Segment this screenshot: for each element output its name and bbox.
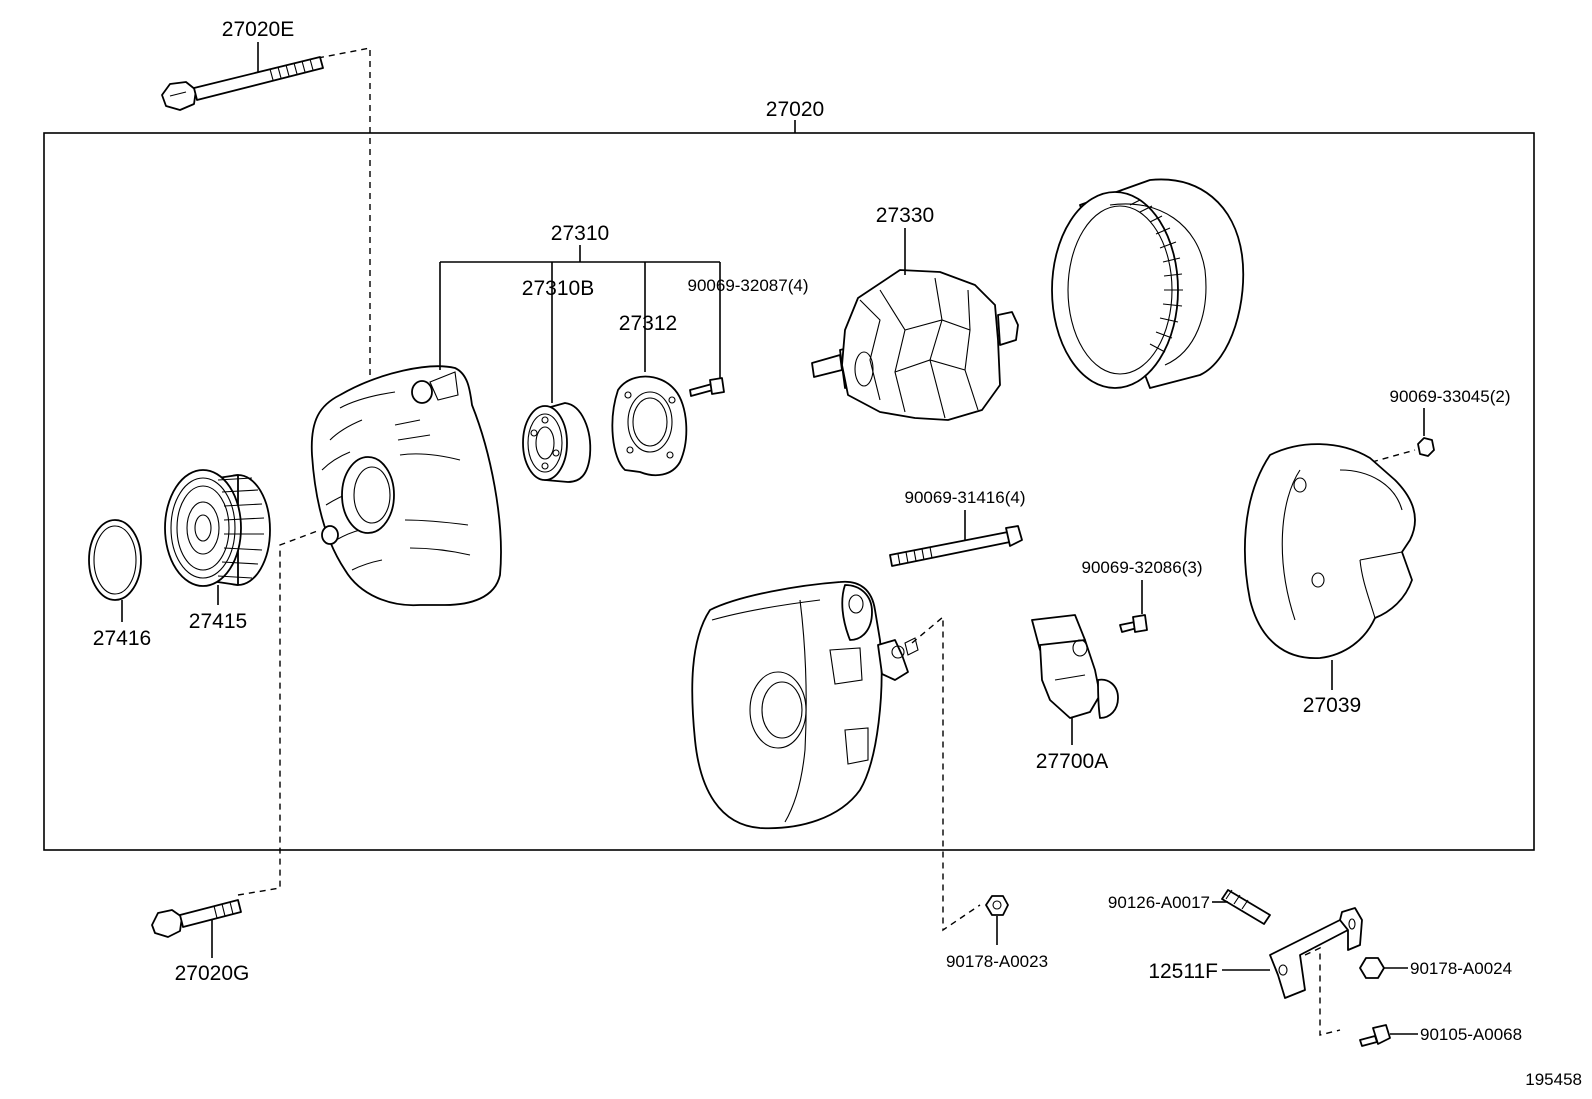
guide-line-bracket bbox=[1304, 946, 1341, 1036]
retainer-plate-27312[interactable] bbox=[611, 375, 688, 477]
brush-holder-27700A[interactable] bbox=[1031, 614, 1119, 719]
label-27312[interactable]: 27312 bbox=[619, 312, 677, 335]
bearing-27310B[interactable] bbox=[522, 402, 592, 483]
rectifier-end-frame[interactable] bbox=[691, 580, 919, 830]
label-27039[interactable]: 27039 bbox=[1303, 694, 1361, 717]
label-27330[interactable]: 27330 bbox=[876, 204, 934, 227]
bolt-27020G[interactable] bbox=[151, 899, 242, 938]
label-90105-A0068[interactable]: 90105-A0068 bbox=[1420, 1025, 1522, 1044]
drive-end-frame-27310[interactable] bbox=[310, 365, 502, 607]
ring-27416[interactable] bbox=[88, 519, 142, 601]
guide-line-90178-A0023 bbox=[911, 615, 981, 932]
label-90178-A0023[interactable]: 90178-A0023 bbox=[946, 952, 1048, 971]
label-90069-32086[interactable]: 90069-32086(3) bbox=[1082, 558, 1203, 577]
screw-90069-32086[interactable] bbox=[1119, 614, 1148, 633]
stud-90126-A0017[interactable] bbox=[1221, 889, 1271, 925]
rear-cover-27039[interactable] bbox=[1244, 443, 1416, 659]
label-90126-A0017[interactable]: 90126-A0017 bbox=[1108, 893, 1210, 912]
label-27020E[interactable]: 27020E bbox=[222, 18, 294, 41]
label-90069-32087[interactable]: 90069-32087(4) bbox=[688, 276, 809, 295]
assembly-frame bbox=[43, 132, 1535, 851]
label-90069-33045[interactable]: 90069-33045(2) bbox=[1390, 387, 1511, 406]
diagram-id: 195458 bbox=[1525, 1070, 1582, 1089]
label-90069-31416[interactable]: 90069-31416(4) bbox=[905, 488, 1026, 507]
guide-line-27020E bbox=[317, 47, 371, 410]
rotor-27330[interactable] bbox=[811, 269, 1019, 421]
screw-90069-32087[interactable] bbox=[689, 377, 725, 397]
guide-line-90069-33045 bbox=[1371, 449, 1416, 463]
pulley-27415[interactable] bbox=[164, 469, 271, 587]
bracket-12511F[interactable] bbox=[1269, 907, 1363, 999]
label-27310B[interactable]: 27310B bbox=[522, 277, 594, 300]
label-90178-A0024[interactable]: 90178-A0024 bbox=[1410, 959, 1512, 978]
label-27020[interactable]: 27020 bbox=[766, 98, 824, 121]
bolt-27020E[interactable] bbox=[161, 56, 324, 111]
label-27415[interactable]: 27415 bbox=[189, 610, 247, 633]
nut-90178-A0024[interactable] bbox=[1359, 957, 1385, 979]
label-27020G[interactable]: 27020G bbox=[175, 962, 250, 985]
stator[interactable] bbox=[1051, 178, 1245, 389]
guide-line-27020G bbox=[237, 529, 321, 896]
bolt-90105-A0068[interactable] bbox=[1359, 1024, 1391, 1047]
label-12511F[interactable]: 12511F bbox=[1148, 960, 1218, 983]
label-27416[interactable]: 27416 bbox=[93, 627, 151, 650]
nut-90178-A0023[interactable] bbox=[985, 895, 1009, 916]
bolt-90069-31416[interactable] bbox=[889, 525, 1023, 567]
label-27700A[interactable]: 27700A bbox=[1036, 750, 1108, 773]
label-27310[interactable]: 27310 bbox=[551, 222, 609, 245]
nut-90069-33045[interactable] bbox=[1417, 437, 1435, 457]
